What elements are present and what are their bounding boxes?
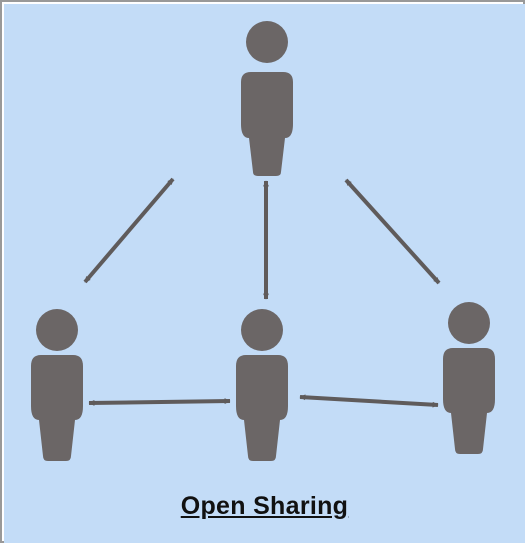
person-icon [443,302,495,454]
person-icon [236,309,288,461]
double-arrow-icon [299,394,439,408]
person-icon [241,21,293,176]
diagram-caption: Open Sharing [180,492,349,520]
double-arrow-icon [88,398,231,406]
person-icon [31,309,83,461]
double-arrow-icon [83,177,175,284]
double-arrow-icon [344,178,441,285]
